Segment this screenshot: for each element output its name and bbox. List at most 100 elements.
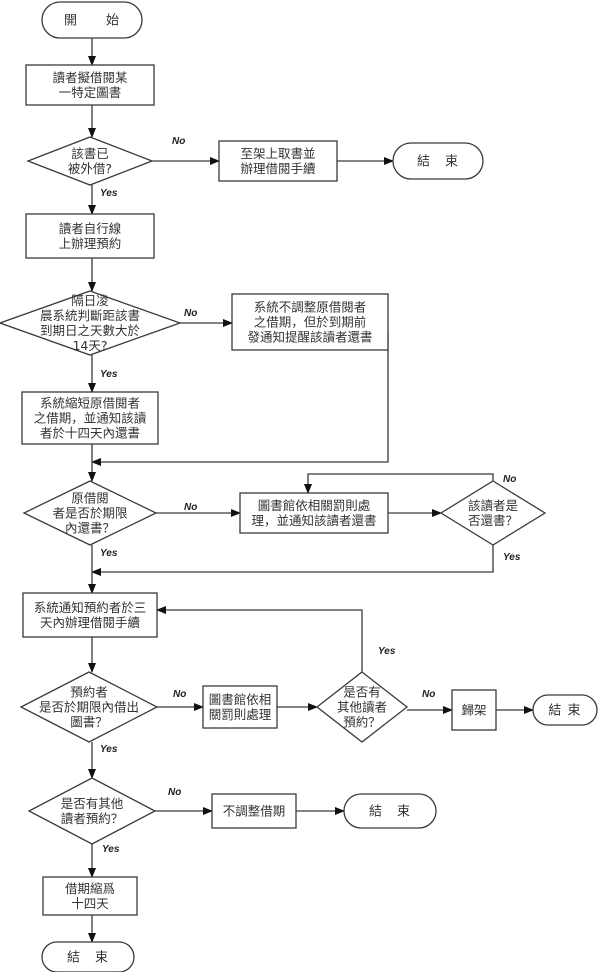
node-text-line: 被外借? (68, 161, 112, 176)
node-text-line: 上辦理預約 (59, 236, 122, 251)
node-text-line: 十四天 (71, 896, 109, 911)
process-box (202, 685, 278, 729)
decision-diamond (27, 777, 157, 845)
process-box (211, 793, 297, 829)
edge-label-yes: Yes (100, 548, 118, 559)
node-text-line: 圖書？ (70, 715, 108, 730)
node-text-line: 借期縮爲 (65, 881, 115, 896)
node-text-line: 結 束 (548, 704, 581, 719)
node-text-line: 結 束 (417, 155, 459, 170)
node-text-line: 內還書？ (65, 521, 115, 536)
process-box (231, 293, 389, 351)
process-box (25, 64, 155, 106)
edge-label-yes: Yes (378, 646, 396, 657)
node-text-line: 歸架 (461, 703, 486, 718)
decision-diamond (19, 671, 159, 743)
edge-label-no: No (184, 308, 197, 319)
node-text-line: 14天? (72, 338, 107, 353)
node-text-line: 關罰則處理 (209, 707, 272, 722)
edge-label-no: No (173, 689, 186, 700)
terminator-node-end1: 結 束 (392, 142, 484, 180)
node-text-line: 晨系統判斷距該書 (40, 308, 140, 323)
edge-label-yes: Yes (100, 744, 118, 755)
node-text-line: 是否有 (343, 685, 381, 700)
node-text-line: 之借期，並通知該讀 (34, 411, 147, 426)
process-box (25, 213, 155, 259)
node-text-line: 系統縮短原借閱者 (40, 396, 140, 411)
terminator-pill (532, 694, 598, 726)
node-text-line: 否還書？ (468, 513, 518, 528)
node-text-line: 至架上取書並 (240, 146, 315, 161)
terminator-node-end2: 結 束 (532, 694, 598, 726)
edge-label-yes: Yes (503, 552, 521, 563)
process-box (21, 391, 159, 445)
terminator-node-end3: 結 束 (343, 793, 437, 829)
process-box (218, 140, 338, 182)
node-text-line: 天內辦理借閱手續 (40, 615, 140, 630)
edge-d4-to-p7 (91, 545, 494, 576)
process-box (451, 689, 497, 731)
node-text-line: 到期日之天數大於 (40, 323, 141, 338)
decision-diamond (0, 290, 182, 356)
edge-d4-to-p6 (304, 473, 494, 494)
process-node-p9: 歸架 (451, 689, 497, 731)
node-text-line: 該讀者是 (468, 498, 519, 513)
node-text-line: 讀者自行線 (59, 221, 122, 236)
edge-label-no: No (184, 502, 197, 513)
node-text-line: 讀者擬借閱某 (52, 70, 128, 85)
process-box (42, 876, 138, 916)
node-text-line: 讀者預約？ (61, 811, 124, 826)
edge-label-no: No (168, 787, 181, 798)
decision-diamond (439, 480, 547, 546)
node-text-line: 預約？ (343, 715, 381, 730)
edge-label-yes: Yes (102, 844, 120, 855)
node-text-line: 結 束 (369, 805, 411, 820)
node-text-line: 結 束 (67, 951, 109, 966)
edge-d6-to-p7 (156, 606, 363, 672)
node-text-line: 圖書館依相關罰則處 (258, 498, 371, 513)
process-box (22, 592, 158, 638)
process-node-p10: 不調整借期 (211, 793, 297, 829)
decision-diamond (315, 671, 409, 743)
node-text-line: 開 始 (64, 14, 120, 29)
process-box (239, 492, 389, 534)
node-text-line: 辦理借閱手續 (240, 161, 315, 176)
node-text-line: 系統通知預約者於三 (34, 600, 147, 615)
terminator-node-start: 開 始 (41, 1, 143, 39)
node-text-line: 發通知提醒該讀者還書 (247, 330, 372, 345)
node-text-line: 之借期，但於到期前 (254, 315, 367, 330)
edge-p4-to-d3 (91, 330, 389, 466)
edge-label-yes: Yes (100, 188, 118, 199)
node-text-line: 其他讀者 (337, 700, 387, 715)
edge-label-no: No (422, 689, 435, 700)
node-text-line: 一特定圖書 (59, 85, 122, 100)
node-text-line: 者是否於期限 (52, 506, 128, 521)
node-text-line: 不調整借期 (223, 804, 286, 819)
node-text-line: 圖書館依相 (209, 692, 272, 707)
terminator-pill (41, 1, 143, 39)
node-text-line: 是否於期限內借出 (39, 700, 139, 715)
node-text-line: 原借閱 (71, 491, 109, 506)
terminator-pill (343, 793, 437, 829)
decision-diamond (26, 136, 154, 186)
edge-label-no: No (172, 136, 185, 147)
node-text-line: 隔日凌 (71, 293, 109, 308)
node-text-line: 理，並通知該讀者還書 (251, 513, 376, 528)
terminator-pill (392, 142, 484, 180)
